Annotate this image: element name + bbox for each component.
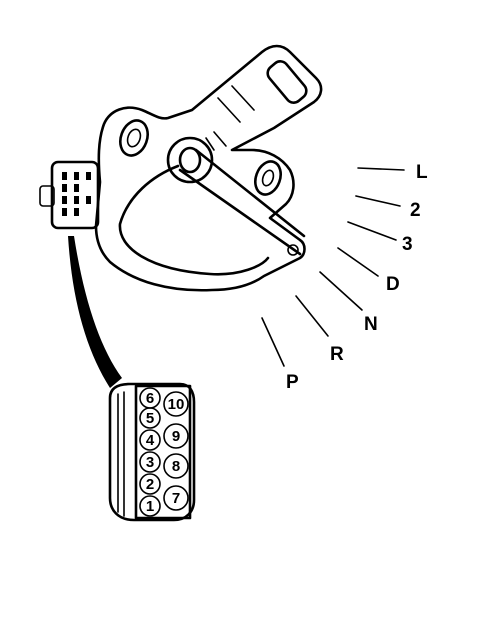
- position-leader-lines: [261, 167, 405, 367]
- pin-label: 1: [146, 498, 154, 515]
- pin-label: 7: [172, 490, 180, 507]
- pin-label: 6: [146, 390, 154, 407]
- enlarged-connector: 6 5 4 3 2 1 10 9 8 7: [108, 382, 196, 522]
- position-labels: L 2 3 D N R P: [286, 162, 428, 393]
- connector-callout-wedge: [68, 236, 122, 388]
- pin-label: 3: [146, 454, 154, 471]
- switch-connector: [39, 160, 100, 230]
- position-label-2: 2: [410, 200, 421, 221]
- switch-body: [94, 44, 323, 292]
- position-label-n: N: [364, 314, 378, 335]
- pin-label: 5: [146, 410, 154, 427]
- position-label-r: R: [330, 344, 344, 365]
- pin-label: 8: [172, 458, 180, 475]
- position-label-l: L: [416, 162, 428, 183]
- pin-label: 10: [168, 396, 185, 413]
- position-label-d: D: [386, 274, 400, 295]
- pin-label: 2: [146, 476, 154, 493]
- position-label-3: 3: [402, 234, 413, 255]
- connector-pin-dots: [62, 172, 91, 216]
- position-label-p: P: [286, 372, 299, 393]
- pin-label: 4: [146, 432, 155, 449]
- pin-label: 9: [172, 428, 180, 445]
